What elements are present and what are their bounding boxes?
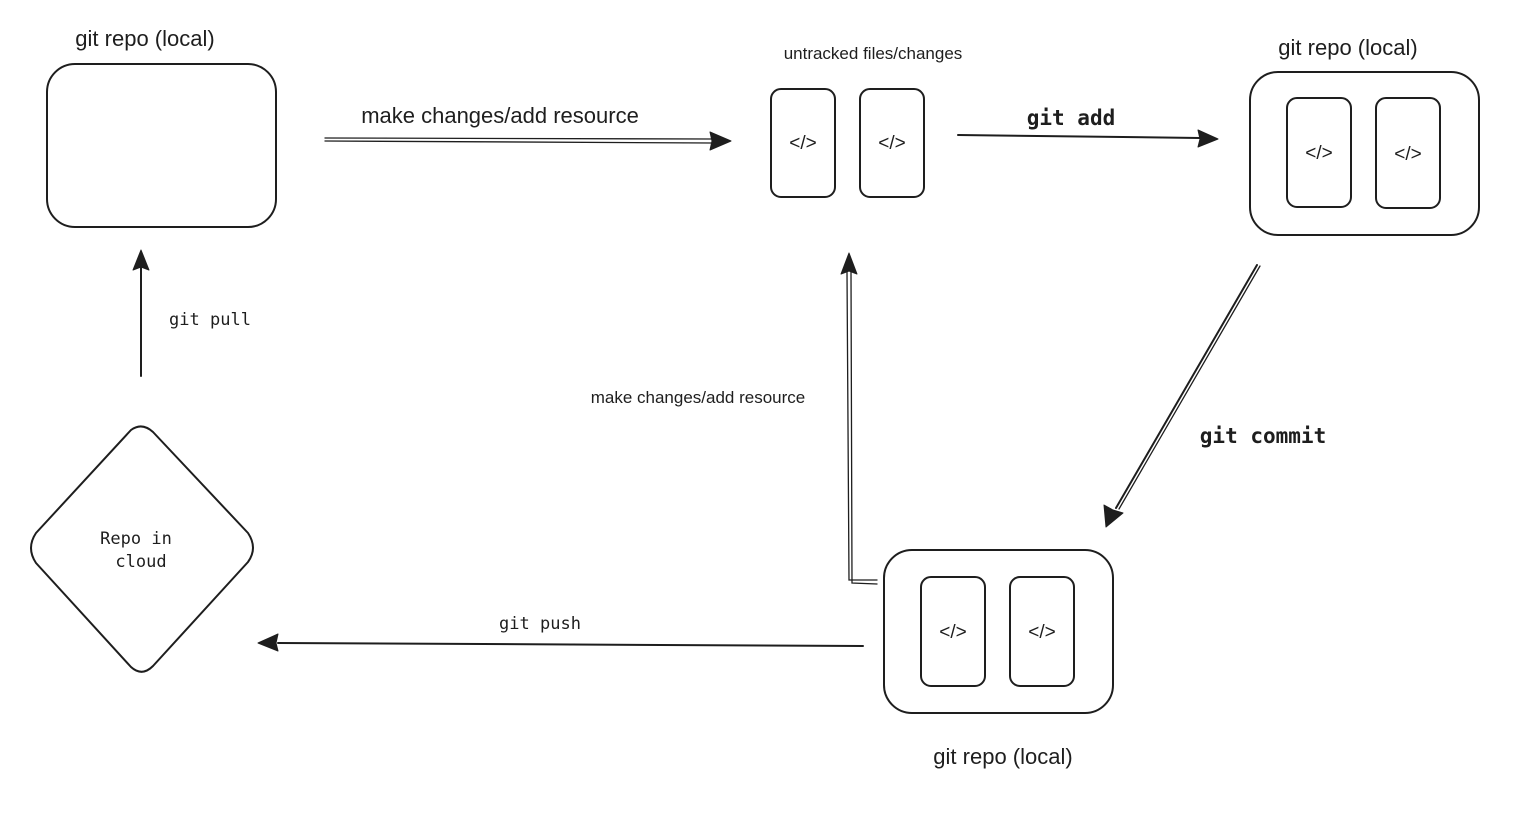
untracked-files-group: untracked files/changes </> </>	[770, 44, 963, 198]
repo-local-committed-label: git repo (local)	[933, 744, 1072, 769]
untracked-file-icon-1: </>	[789, 133, 816, 154]
arrow-git-push: git push	[257, 614, 864, 652]
repo-local-staged: git repo (local) </> </>	[1249, 35, 1480, 236]
untracked-file-card-2	[859, 88, 925, 198]
repo-local-committed: </> </> git repo (local)	[883, 549, 1114, 769]
make-changes-top-label: make changes/add resource	[361, 103, 639, 128]
staged-file-icon-2: </>	[1394, 144, 1421, 165]
committed-file-card-2	[1009, 576, 1075, 687]
make-changes-mid-label: make changes/add resource	[591, 388, 806, 407]
repo-local-committed-box	[883, 549, 1114, 714]
committed-file-icon-2: </>	[1028, 622, 1055, 643]
arrow-make-changes-top: make changes/add resource	[324, 103, 732, 151]
repo-local-staged-box	[1249, 71, 1480, 236]
repo-local-top-left-box	[46, 63, 277, 228]
committed-file-icon-1: </>	[939, 622, 966, 643]
arrow-git-commit: git commit	[1103, 264, 1326, 528]
staged-file-card-2	[1375, 97, 1441, 209]
repo-cloud-label-line1: Repo in	[100, 529, 172, 549]
git-push-label: git push	[499, 614, 581, 634]
arrow-git-add: git add	[957, 106, 1219, 148]
repo-cloud-diamond	[30, 425, 254, 673]
git-pull-label: git pull	[169, 310, 251, 330]
repo-cloud: Repo in cloud	[30, 425, 254, 673]
arrow-make-changes-mid: make changes/add resource	[591, 252, 878, 585]
git-add-label: git add	[1027, 106, 1116, 130]
staged-file-icon-1: </>	[1305, 143, 1332, 164]
repo-local-staged-label: git repo (local)	[1278, 35, 1417, 60]
untracked-file-card-1	[770, 88, 836, 198]
repo-local-top-left: git repo (local)	[46, 26, 277, 228]
repo-local-top-left-label: git repo (local)	[75, 26, 214, 51]
staged-file-card-1	[1286, 97, 1352, 208]
untracked-files-label: untracked files/changes	[784, 44, 963, 63]
arrow-git-pull: git pull	[132, 249, 251, 377]
git-commit-label: git commit	[1200, 424, 1326, 448]
untracked-file-icon-2: </>	[878, 133, 905, 154]
repo-cloud-label-line2: cloud	[115, 552, 166, 572]
committed-file-card-1	[920, 576, 986, 687]
